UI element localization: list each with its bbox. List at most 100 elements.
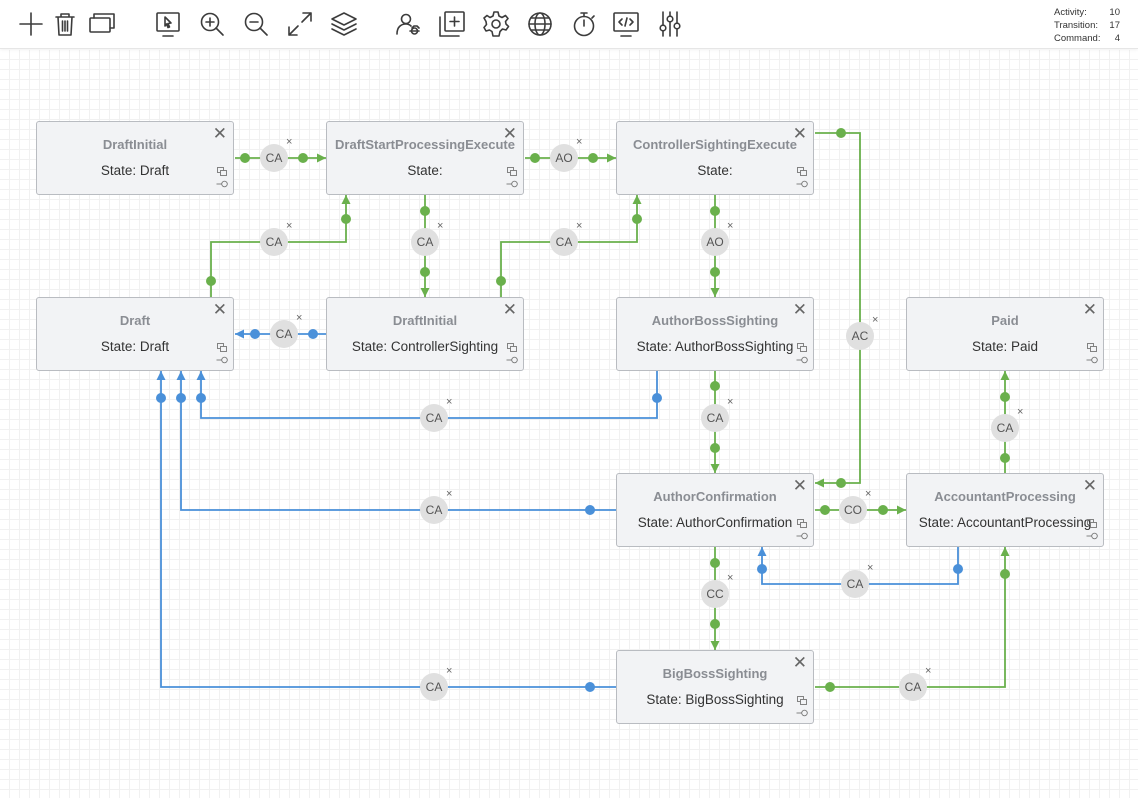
connection-handle[interactable] (530, 153, 540, 163)
settings-icon[interactable] (481, 9, 511, 39)
transition-link[interactable] (815, 128, 861, 488)
connection-handle[interactable] (710, 443, 720, 453)
connection-handle[interactable] (298, 153, 308, 163)
remove-transition-icon[interactable]: × (925, 665, 932, 677)
transition-label[interactable]: CA (411, 228, 439, 256)
duplicate-icon[interactable] (1087, 343, 1097, 352)
connector-icon[interactable] (216, 356, 228, 364)
transition-label[interactable]: CA (420, 404, 448, 432)
connection-handle[interactable] (710, 267, 720, 277)
close-icon[interactable]: ✕ (212, 300, 227, 319)
remove-transition-icon[interactable]: × (727, 572, 734, 584)
remove-transition-icon[interactable]: × (727, 396, 734, 408)
connector-icon[interactable] (506, 180, 518, 188)
connection-handle[interactable] (953, 564, 963, 574)
connection-handle[interactable] (240, 153, 250, 163)
transition-label[interactable]: CA (260, 144, 288, 172)
duplicate-icon[interactable] (1087, 519, 1097, 528)
transition-line[interactable] (815, 132, 861, 484)
connection-handle[interactable] (1000, 569, 1010, 579)
duplicate-icon[interactable] (217, 167, 227, 176)
remove-transition-icon[interactable]: × (446, 396, 453, 408)
connector-icon[interactable] (1086, 532, 1098, 540)
close-icon[interactable]: ✕ (502, 124, 517, 143)
duplicate-icon[interactable] (507, 343, 517, 352)
close-icon[interactable]: ✕ (792, 653, 807, 672)
duplicate-icon[interactable] (797, 696, 807, 705)
connector-icon[interactable] (216, 180, 228, 188)
transition-label[interactable]: CA (270, 320, 298, 348)
layers-icon[interactable] (329, 9, 359, 39)
users-icon[interactable] (393, 9, 423, 39)
zoom-out-icon[interactable] (241, 9, 271, 39)
remove-transition-icon[interactable]: × (296, 312, 303, 324)
add-box-icon[interactable] (437, 9, 467, 39)
remove-transition-icon[interactable]: × (872, 314, 879, 326)
connection-handle[interactable] (206, 276, 216, 286)
connection-handle[interactable] (420, 206, 430, 216)
connection-handle[interactable] (341, 214, 351, 224)
globe-icon[interactable] (525, 9, 555, 39)
connection-handle[interactable] (710, 381, 720, 391)
transition-label[interactable]: AC (846, 322, 874, 350)
connector-icon[interactable] (506, 356, 518, 364)
timer-icon[interactable] (569, 9, 599, 39)
connection-handle[interactable] (156, 393, 166, 403)
transition-label[interactable]: CA (420, 496, 448, 524)
connection-handle[interactable] (757, 564, 767, 574)
connection-handle[interactable] (588, 153, 598, 163)
connection-handle[interactable] (878, 505, 888, 515)
transition-label[interactable]: CA (260, 228, 288, 256)
connector-icon[interactable] (796, 709, 808, 717)
transition-label[interactable]: CA (420, 673, 448, 701)
close-icon[interactable]: ✕ (1082, 476, 1097, 495)
transition-line[interactable] (180, 371, 616, 511)
connection-handle[interactable] (836, 128, 846, 138)
duplicate-icon[interactable] (217, 343, 227, 352)
connection-handle[interactable] (652, 393, 662, 403)
transition-link[interactable] (235, 153, 326, 163)
connector-icon[interactable] (796, 180, 808, 188)
connection-handle[interactable] (632, 214, 642, 224)
duplicate-icon[interactable] (797, 167, 807, 176)
remove-transition-icon[interactable]: × (865, 488, 872, 500)
transition-link[interactable] (156, 371, 616, 692)
remove-transition-icon[interactable]: × (286, 220, 293, 232)
connection-handle[interactable] (710, 619, 720, 629)
transition-line[interactable] (160, 371, 616, 688)
remove-transition-icon[interactable]: × (446, 488, 453, 500)
transition-link[interactable] (176, 371, 616, 515)
close-icon[interactable]: ✕ (502, 300, 517, 319)
zoom-in-icon[interactable] (197, 9, 227, 39)
connection-handle[interactable] (836, 478, 846, 488)
connection-handle[interactable] (710, 558, 720, 568)
transition-link[interactable] (815, 547, 1010, 692)
connector-icon[interactable] (1086, 356, 1098, 364)
connection-handle[interactable] (1000, 453, 1010, 463)
remove-transition-icon[interactable]: × (446, 665, 453, 677)
remove-transition-icon[interactable]: × (576, 220, 583, 232)
remove-transition-icon[interactable]: × (437, 220, 444, 232)
close-icon[interactable]: ✕ (212, 124, 227, 143)
connection-handle[interactable] (820, 505, 830, 515)
connection-handle[interactable] (496, 276, 506, 286)
close-icon[interactable]: ✕ (792, 300, 807, 319)
transition-label[interactable]: CA (550, 228, 578, 256)
remove-transition-icon[interactable]: × (1017, 406, 1024, 418)
transition-label[interactable]: CA (701, 404, 729, 432)
close-icon[interactable]: ✕ (1082, 300, 1097, 319)
remove-transition-icon[interactable]: × (867, 562, 874, 574)
connection-handle[interactable] (1000, 392, 1010, 402)
remove-transition-icon[interactable]: × (286, 136, 293, 148)
connection-handle[interactable] (585, 505, 595, 515)
connection-handle[interactable] (250, 329, 260, 339)
